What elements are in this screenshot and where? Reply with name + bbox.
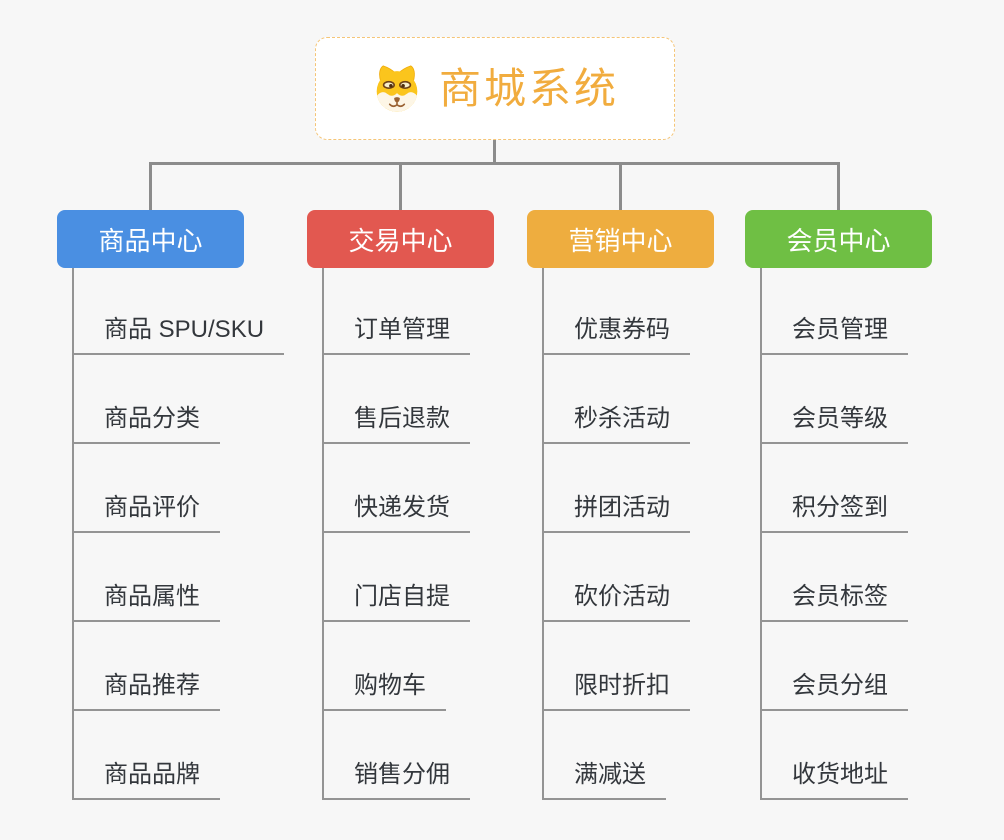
topic-item[interactable]: 门店自提 bbox=[322, 580, 470, 622]
branch-trunk-connector bbox=[760, 268, 762, 800]
topic-item[interactable]: 限时折扣 bbox=[542, 669, 690, 711]
branch-header[interactable]: 交易中心 bbox=[307, 210, 494, 268]
topic-item[interactable]: 会员管理 bbox=[760, 313, 908, 355]
branch-bus-connector bbox=[149, 162, 840, 165]
branch-trunk-connector bbox=[72, 268, 74, 800]
topic-item[interactable]: 销售分佣 bbox=[322, 758, 470, 800]
topic-item[interactable]: 商品推荐 bbox=[72, 669, 220, 711]
topic-item[interactable]: 拼团活动 bbox=[542, 491, 690, 533]
topic-item[interactable]: 购物车 bbox=[322, 669, 446, 711]
branch-header[interactable]: 商品中心 bbox=[57, 210, 244, 268]
topic-item[interactable]: 售后退款 bbox=[322, 402, 470, 444]
shiba-dog-icon bbox=[376, 64, 418, 112]
branch-trunk-connector bbox=[322, 268, 324, 800]
topic-item[interactable]: 会员标签 bbox=[760, 580, 908, 622]
topic-item[interactable]: 商品分类 bbox=[72, 402, 220, 444]
topic-item[interactable]: 满减送 bbox=[542, 758, 666, 800]
topic-item[interactable]: 商品评价 bbox=[72, 491, 220, 533]
branch-drop-connector bbox=[619, 162, 622, 210]
branch-header[interactable]: 会员中心 bbox=[745, 210, 932, 268]
topic-item[interactable]: 秒杀活动 bbox=[542, 402, 690, 444]
branch-column-1: 商品中心商品 SPU/SKU 商品分类商品评价商品属性商品推荐商品品牌 bbox=[57, 210, 317, 802]
root-node[interactable]: 商城系统 bbox=[315, 37, 675, 140]
branch-drop-connector bbox=[399, 162, 402, 210]
topic-item[interactable]: 会员分组 bbox=[760, 669, 908, 711]
root-title: 商城系统 bbox=[438, 64, 619, 112]
topic-item[interactable]: 积分签到 bbox=[760, 491, 908, 533]
topic-item[interactable]: 商品 SPU/SKU bbox=[72, 313, 285, 355]
branch-column-4: 会员中心会员管理会员等级积分签到会员标签会员分组收货地址 bbox=[745, 210, 1004, 802]
topic-item[interactable]: 快递发货 bbox=[322, 491, 470, 533]
topic-item[interactable]: 收货地址 bbox=[760, 758, 908, 800]
root-stem-connector bbox=[493, 140, 496, 165]
branch-column-2: 交易中心订单管理售后退款快递发货门店自提购物车销售分佣 bbox=[307, 210, 567, 802]
topic-item[interactable]: 砍价活动 bbox=[542, 580, 690, 622]
topic-item[interactable]: 优惠券码 bbox=[542, 313, 690, 355]
topic-item[interactable]: 会员等级 bbox=[760, 402, 908, 444]
topic-item[interactable]: 商品属性 bbox=[72, 580, 220, 622]
topic-item[interactable]: 订单管理 bbox=[322, 313, 470, 355]
branch-drop-connector bbox=[837, 162, 840, 210]
branch-header[interactable]: 营销中心 bbox=[527, 210, 714, 268]
topic-item[interactable]: 商品品牌 bbox=[72, 758, 220, 800]
branch-column-3: 营销中心优惠券码秒杀活动拼团活动砍价活动限时折扣满减送 bbox=[527, 210, 787, 802]
branch-trunk-connector bbox=[542, 268, 544, 800]
branch-drop-connector bbox=[149, 162, 152, 210]
